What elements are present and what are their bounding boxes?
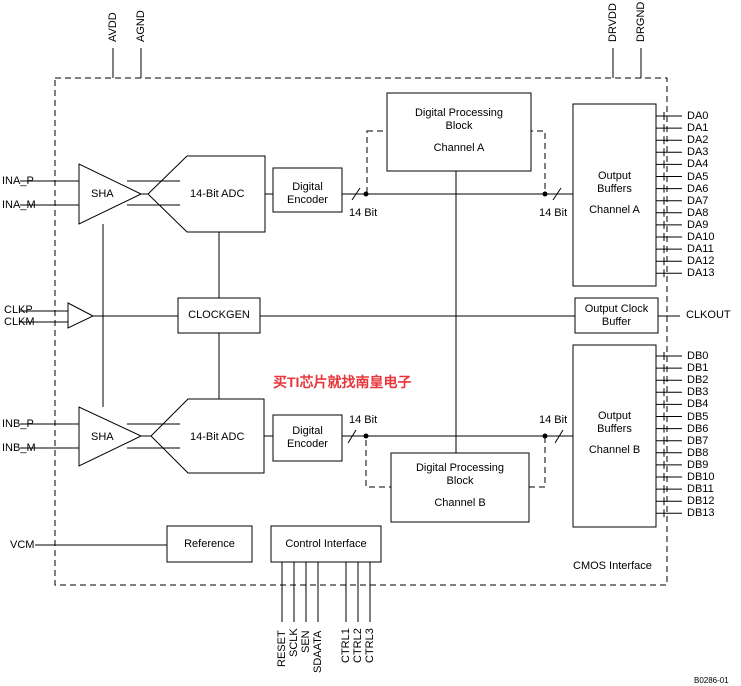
pin-sen: SEN (300, 630, 312, 653)
da-pin-5: DA5 (687, 170, 709, 183)
pin-inb-m: INB_M (2, 442, 36, 454)
pin-clkp: CLKP (4, 304, 33, 316)
db-pin-5: DB5 (687, 410, 709, 423)
db-pin-1: DB1 (687, 362, 709, 375)
pin-drgnd: DRGND (635, 1, 647, 42)
pin-clkout: CLKOUT (686, 309, 731, 321)
db-pin-13: DB13 (687, 507, 715, 520)
pin-ina-m: INA_M (2, 199, 36, 211)
da-pin-9: DA9 (687, 218, 709, 231)
db-pin-0: DB0 (687, 350, 709, 362)
db-pin-12: DB12 (687, 495, 715, 508)
da-pin-1: DA1 (687, 122, 709, 135)
db-pin-2: DB2 (687, 374, 709, 387)
pin-vcm: VCM (10, 539, 35, 551)
da-pin-8: DA8 (687, 206, 709, 219)
encoder-a-box (272, 167, 343, 213)
db-pin-8: DB8 (687, 446, 709, 459)
da-pin-3: DA3 (687, 146, 709, 159)
da-pin-6: DA6 (687, 182, 709, 195)
pin-ina-p: INA_P (2, 175, 34, 187)
db-pin-3: DB3 (687, 386, 709, 399)
da-pin-12: DA12 (687, 255, 715, 268)
cmos-interface-label: CMOS Interface (573, 560, 652, 572)
pin-sclk: SCLK (288, 628, 300, 657)
db-pin-9: DB9 (687, 458, 709, 471)
reference-box (166, 525, 253, 563)
da-pin-11: DA11 (687, 243, 714, 256)
output-buffers-a-box (572, 103, 657, 287)
pin-sdaata: SDAATA (312, 630, 324, 673)
bus-label-a-left: 14 Bit (349, 207, 378, 219)
output-buffers-b-box (572, 344, 657, 528)
adc-a-label: 14-Bit ADC (190, 188, 245, 200)
figure-id: B0286-01 (694, 676, 729, 685)
encoder-b-box (272, 414, 343, 462)
sha-a-triangle (78, 163, 143, 225)
bus-label-b-right: 14 Bit (539, 414, 568, 426)
clock-buffer-triangle (67, 302, 95, 329)
da-pin-0: DA0 (687, 110, 709, 122)
sha-b-label: SHA (91, 431, 114, 443)
pin-ctrl1: CTRL1 (340, 628, 352, 663)
clockgen-label: CLOCKGEN (188, 309, 250, 321)
da-pin-13: DA13 (687, 267, 715, 280)
pin-ctrl2: CTRL2 (352, 628, 364, 663)
pin-reset: RESET (276, 630, 288, 667)
sha-b-triangle (78, 406, 143, 467)
bus-label-a-right: 14 Bit (539, 207, 568, 219)
pin-ctrl3: CTRL3 (364, 628, 376, 663)
adc-b-label: 14-Bit ADC (190, 431, 245, 443)
pin-agnd: AGND (135, 10, 147, 42)
db-pin-10: DB10 (687, 471, 715, 483)
db-pin-6: DB6 (687, 422, 709, 435)
watermark-text: 买TI芯片就找南皇电子 (273, 374, 412, 390)
pin-clkm: CLKM (4, 316, 35, 328)
bus-label-b-left: 14 Bit (349, 414, 378, 426)
db-pin-11: DB11 (687, 483, 714, 496)
da-pin-4: DA4 (687, 158, 709, 171)
pin-avdd: AVDD (107, 12, 119, 42)
sha-a-label: SHA (91, 188, 114, 200)
control-interface-box (270, 525, 382, 563)
da-pin-10: DA10 (687, 231, 715, 243)
da-pin-2: DA2 (687, 134, 709, 147)
reference-label: Reference (184, 538, 235, 550)
pin-inb-p: INB_P (2, 418, 34, 430)
dpb-b-box (390, 452, 530, 523)
db-pin-7: DB7 (687, 434, 709, 447)
dpb-a-box (386, 92, 532, 172)
pin-drvdd: DRVDD (607, 3, 619, 42)
db-pin-4: DB4 (687, 398, 709, 411)
control-interface-label: Control Interface (285, 538, 367, 550)
cmos-boundary (54, 77, 668, 586)
da-pin-7: DA7 (687, 194, 709, 207)
